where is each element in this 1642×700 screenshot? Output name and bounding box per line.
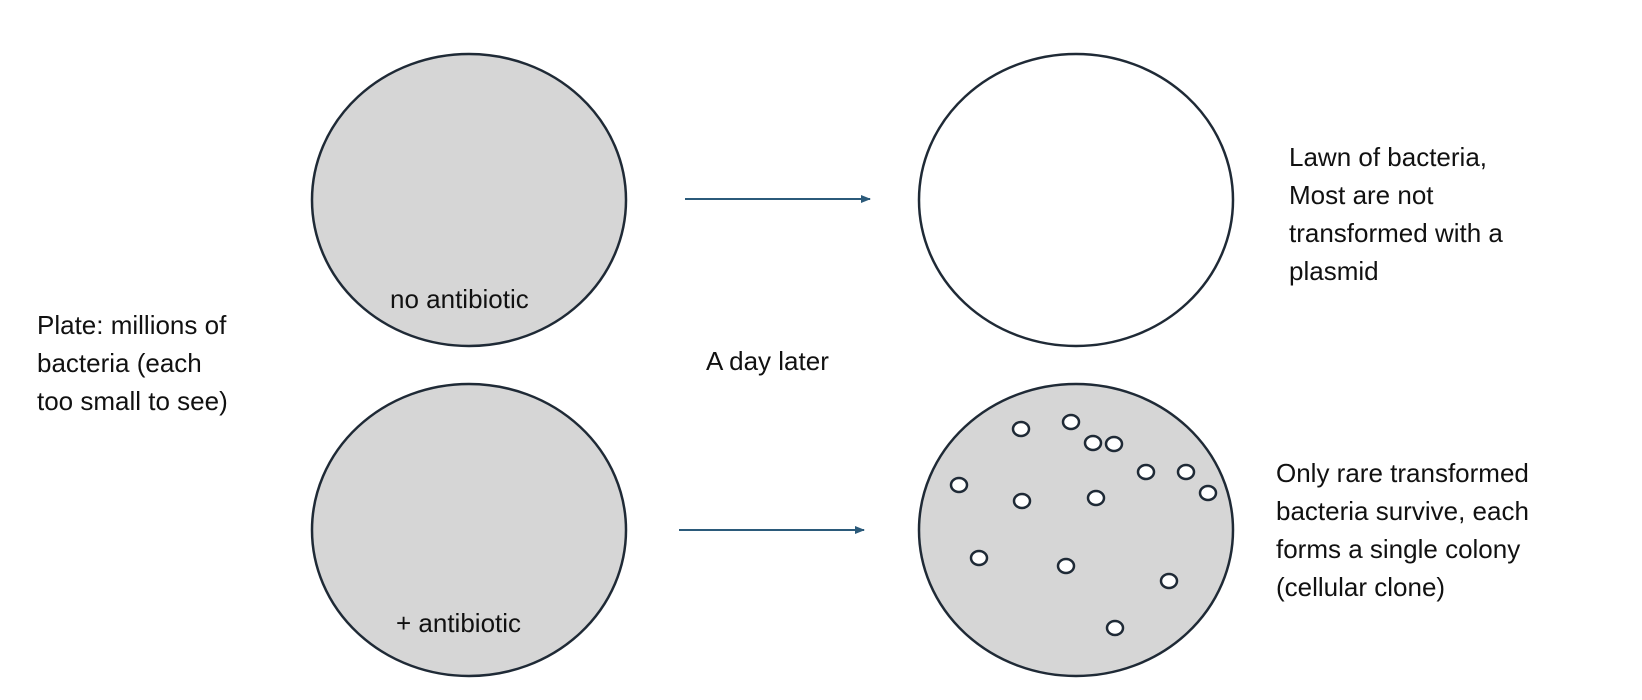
left-caption: Plate: millions of bacteria (each too sm… xyxy=(37,310,228,416)
colonies-description: Only rare transformed bacteria survive, … xyxy=(1276,458,1529,602)
plate-label-antibiotic: + antibiotic xyxy=(396,608,522,638)
colony xyxy=(1104,435,1124,453)
colony xyxy=(1083,434,1103,452)
colony xyxy=(949,476,969,494)
plate-lawn xyxy=(917,52,1235,348)
colony xyxy=(1061,413,1081,431)
colony xyxy=(969,549,989,567)
colony xyxy=(1086,489,1106,507)
middle-caption: A day later xyxy=(706,346,829,376)
plate-no-antibiotic xyxy=(310,52,628,348)
lawn-description: Lawn of bacteria, Most are not transform… xyxy=(1289,142,1503,286)
colony xyxy=(1011,420,1031,438)
plate-antibiotic xyxy=(310,382,628,678)
colonies xyxy=(949,413,1218,637)
colony xyxy=(1198,484,1218,502)
colony xyxy=(1136,463,1156,481)
colony xyxy=(1056,557,1076,575)
colony xyxy=(1105,619,1125,637)
colony xyxy=(1176,463,1196,481)
colony xyxy=(1012,492,1032,510)
plate-label-no-antibiotic: no antibiotic xyxy=(390,284,529,314)
colony xyxy=(1159,572,1179,590)
plate-colonies xyxy=(917,382,1235,678)
